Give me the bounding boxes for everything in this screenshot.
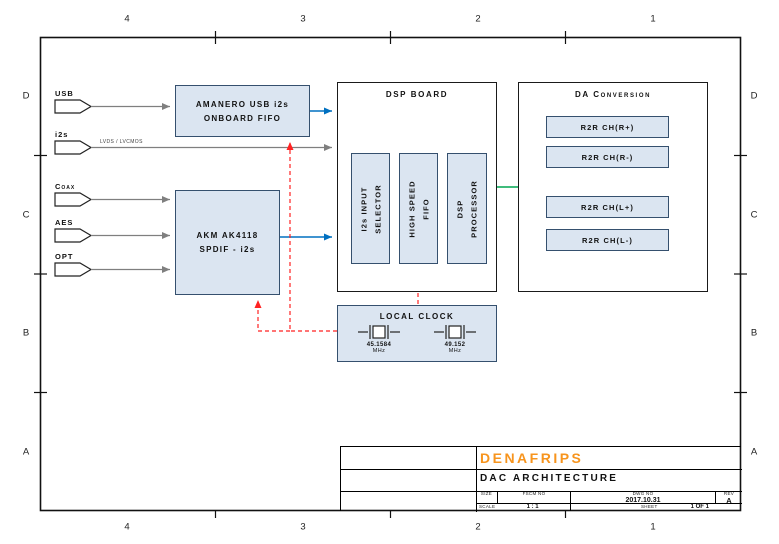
module-text: SELECTOR (372, 183, 382, 234)
zone-label-right-b: B (750, 327, 758, 339)
r2r-channel-l-plus: R2R CH(L+) (546, 196, 669, 218)
brand-logo: DENAFRIPS (480, 450, 584, 466)
zone-label-bottom-2: 2 (475, 521, 481, 533)
rev-cell: REV A (716, 491, 742, 505)
zone-label-right-d: D (750, 90, 758, 102)
input-label-coax: Coax (55, 182, 76, 191)
crystal-49mhz: 49.152 MHz (433, 323, 477, 354)
zone-label-bottom-1: 1 (650, 521, 656, 533)
zone-label-top-3: 3 (300, 13, 306, 25)
fscm-label: FSCM NO (522, 491, 546, 496)
dwg-cell: DWG NO 2017.10.31 (571, 491, 716, 504)
sheet-label: SHEET (641, 504, 658, 510)
crystal-45mhz: 45.1584 MHz (357, 323, 401, 354)
crystal-icon (358, 325, 400, 339)
local-clock-title: LOCAL CLOCK (379, 312, 455, 321)
fscm-cell: FSCM NO (498, 491, 571, 503)
module-text: HIGH SPEED (407, 179, 416, 238)
dwg-label: DWG NO (632, 491, 654, 496)
zone-label-bottom-4: 4 (124, 521, 130, 533)
zone-label-top-2: 2 (475, 13, 481, 25)
zone-label-top-1: 1 (650, 13, 656, 25)
i2s-line-label: LVDS / LVCMOS (100, 139, 143, 145)
crystal-unit: MHz (448, 348, 462, 354)
da-conversion-board: DA Conversion R2R CH(R+) R2R CH(R-) R2R … (518, 82, 708, 292)
usb-connector-icon (54, 99, 93, 114)
amanero-block: AMANERO USB i2s ONBOARD FIFO (175, 85, 310, 137)
module-text: I2s INPUT (359, 186, 368, 231)
da-conversion-title: DA Conversion (574, 90, 652, 99)
scale-label: SCALE (479, 504, 496, 510)
module-text: PROCESSOR (469, 179, 478, 238)
input-label-opt: OPT (55, 252, 74, 261)
scale-cell: SCALE 1 : 1 (476, 503, 571, 511)
input-label-i2s: i2s (55, 130, 69, 139)
sheet-value: 1 OF 1 (690, 504, 709, 510)
crystal-frequency: 45.1584 (366, 342, 392, 348)
title-block: DENAFRIPS DAC ARCHITECTURE SIZE FSCM NO … (340, 446, 742, 512)
coax-connector-icon (54, 192, 93, 207)
input-connector-icons (54, 99, 93, 277)
clock-to-amanero-arrow (286, 142, 337, 332)
module-text: DSP (455, 199, 465, 218)
input-label-usb: USB (55, 89, 74, 98)
aes-connector-icon (54, 228, 93, 243)
zone-label-left-a: A (22, 446, 30, 458)
module-high-speed-fifo: HIGH SPEED FIFO (399, 153, 438, 264)
r2r-channel-l-minus: R2R CH(L-) (546, 229, 669, 251)
dwg-number: 2017.10.31 (625, 496, 661, 504)
scale-value: 1 : 1 (526, 504, 539, 510)
zone-label-left-b: B (22, 327, 30, 339)
opt-connector-icon (54, 262, 93, 277)
i2s-bus-arrows (280, 107, 332, 241)
drawing-title: DAC ARCHITECTURE (480, 473, 619, 484)
akm-line1: AKM AK4118 (196, 231, 259, 240)
rev-value: A (726, 495, 732, 505)
zone-label-left-d: D (22, 90, 30, 102)
border-ticks (34, 31, 747, 518)
amanero-line1: AMANERO USB i2s (195, 99, 290, 109)
module-i2s-input-selector: I2s INPUT SELECTOR (351, 153, 390, 264)
r2r-channel-r-plus: R2R CH(R+) (546, 116, 669, 138)
module-dsp-processor: DSP PROCESSOR (447, 153, 487, 264)
zone-label-right-c: C (750, 209, 758, 221)
crystal-unit: MHz (372, 348, 386, 354)
crystal-frequency: 49.152 (444, 342, 466, 348)
sheet-cell: SHEET 1 OF 1 (571, 503, 742, 511)
crystal-icon (434, 325, 476, 339)
amanero-line2: ONBOARD FIFO (203, 113, 282, 123)
module-text: FIFO (420, 197, 430, 220)
rev-label: REV (723, 491, 735, 496)
akm-block: AKM AK4118 SPDIF - i2s (175, 190, 280, 295)
akm-line2: SPDIF - i2s (199, 245, 256, 254)
dsp-board: DSP BOARD I2s INPUT SELECTOR HIGH SPEED … (337, 82, 497, 292)
zone-label-right-a: A (750, 446, 758, 458)
i2s-connector-icon (54, 140, 93, 155)
size-cell: SIZE (476, 491, 498, 503)
dsp-board-title: DSP BOARD (385, 90, 449, 99)
r2r-channel-r-minus: R2R CH(R-) (546, 146, 669, 168)
zone-label-left-c: C (22, 209, 30, 221)
local-clock-block: LOCAL CLOCK 45.1584 MHz (337, 305, 497, 362)
input-label-aes: AES (55, 218, 74, 227)
title-block-grid: SIZE FSCM NO DWG NO 2017.10.31 REV A (476, 491, 742, 512)
zone-label-bottom-3: 3 (300, 521, 306, 533)
size-label: SIZE (480, 491, 493, 496)
zone-label-top-4: 4 (124, 13, 130, 25)
clock-to-akm-arrow (254, 300, 290, 332)
